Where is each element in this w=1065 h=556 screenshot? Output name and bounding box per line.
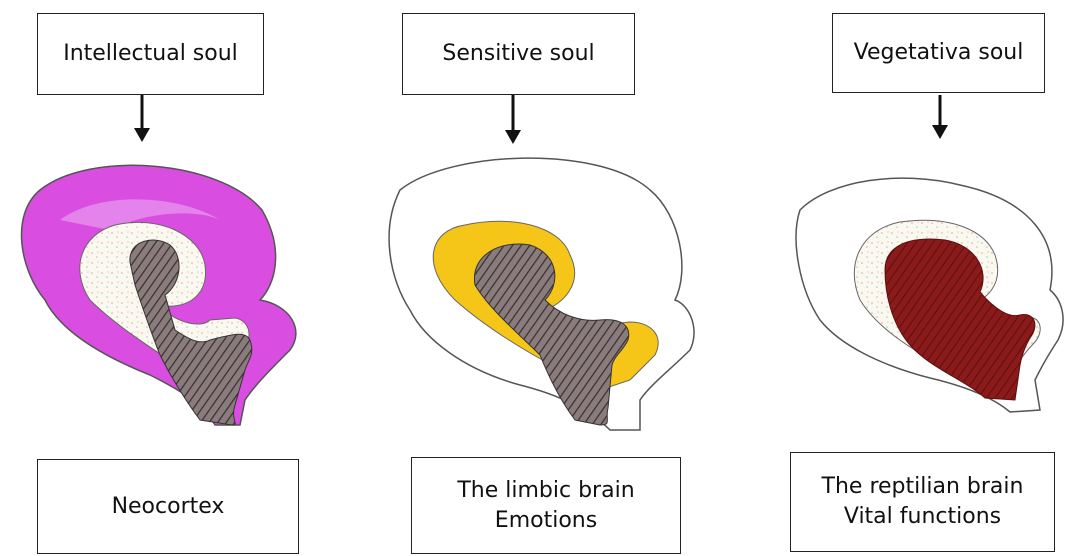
brain-illustration-reptilian <box>796 178 1063 412</box>
brain-illustration-limbic <box>389 158 694 430</box>
arrow-down-icon <box>932 95 948 139</box>
arrow-down-icon <box>505 95 521 144</box>
brain-illustration-neocortex <box>21 165 295 425</box>
arrow-down-icon <box>134 95 150 142</box>
